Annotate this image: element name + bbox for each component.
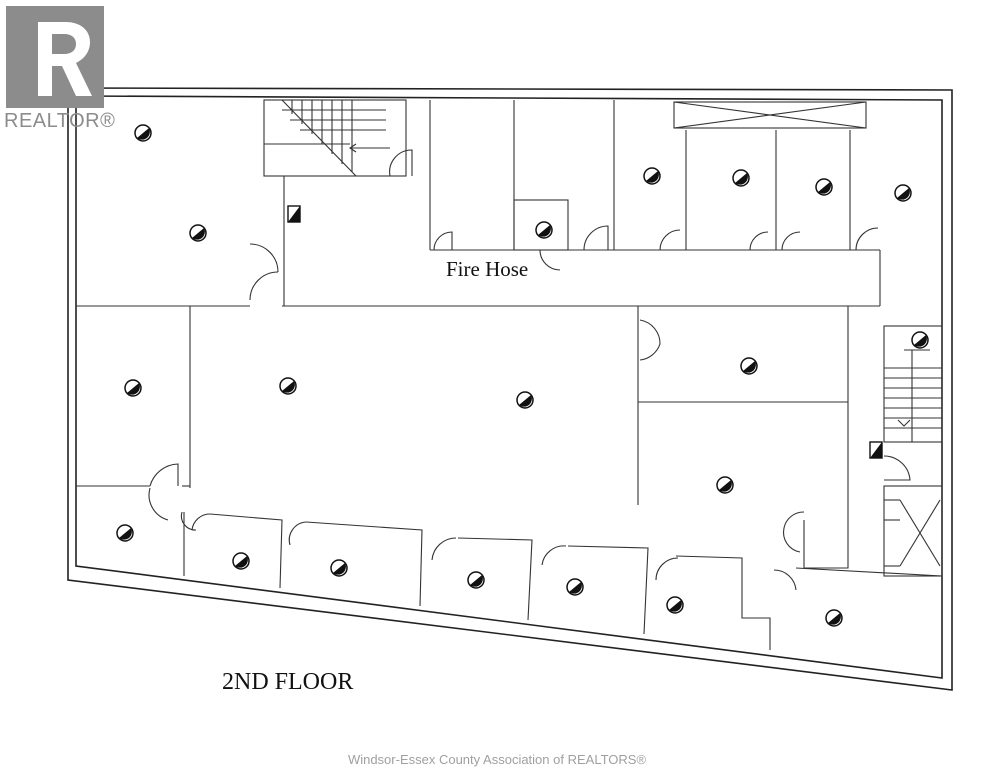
stair-treads — [281, 99, 386, 177]
inner-wall — [75, 95, 943, 679]
watermark-text: Windsor-Essex County Association of REAL… — [347, 752, 647, 767]
doors-south — [191, 511, 805, 591]
pull-station-icons — [287, 205, 883, 459]
staircase-right — [883, 325, 943, 443]
staircase-top — [263, 99, 407, 177]
outer-wall — [67, 87, 953, 691]
light-fixtures — [116, 124, 929, 627]
realtor-logo — [6, 6, 104, 108]
realtor-logo-text: REALTOR® — [4, 110, 116, 132]
doors-top — [249, 225, 879, 301]
floor-label: 2ND FLOOR — [222, 669, 353, 695]
elevator — [883, 485, 943, 577]
south-offices — [183, 512, 943, 650]
fire-hose-label: Fire Hose — [446, 257, 528, 281]
